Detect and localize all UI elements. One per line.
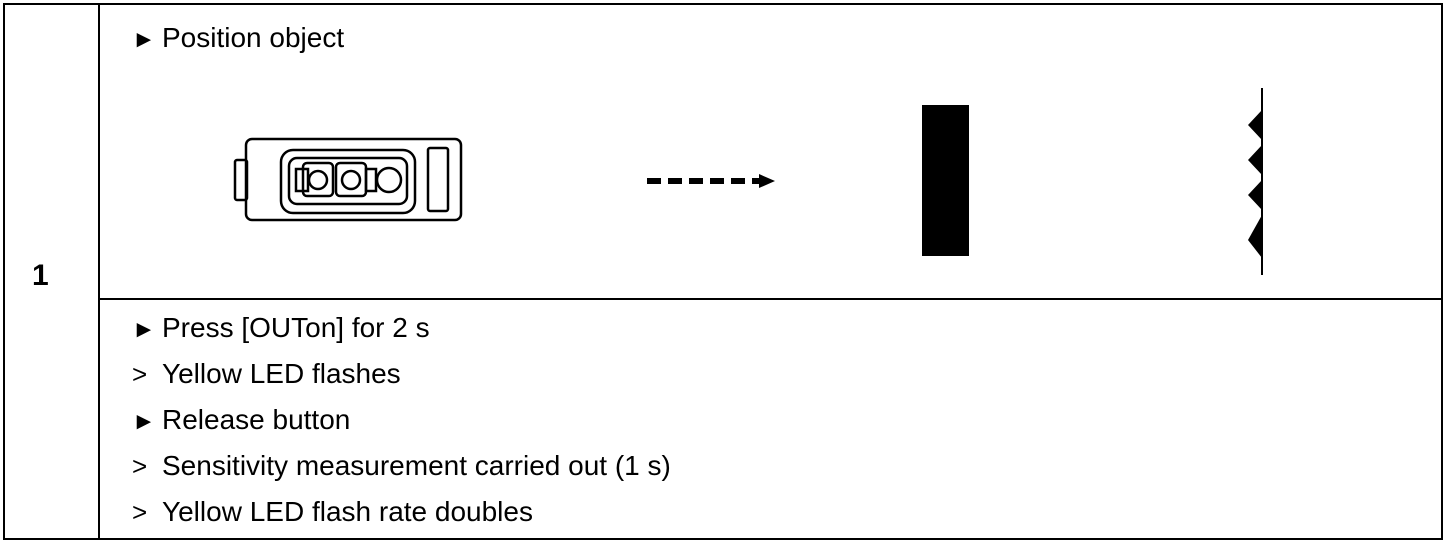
sensor-device-icon <box>233 137 463 222</box>
step-text: Release button <box>162 404 351 435</box>
step-marker: ► <box>132 408 156 435</box>
step-text: Yellow LED flashes <box>162 358 401 389</box>
instruction-text: Position object <box>162 22 345 53</box>
instruction-table: 1 <box>3 3 1443 540</box>
step-marker: ► <box>132 316 156 343</box>
step-text: Yellow LED flash rate doubles <box>162 496 533 527</box>
step-marker: > <box>132 359 148 389</box>
step-line: ►Release button <box>132 406 350 434</box>
dashed-arrow-icon <box>647 174 775 188</box>
step-marker: > <box>132 497 148 527</box>
step-line: ►Press [OUTon] for 2 s <box>132 314 430 342</box>
step-text: Press [OUTon] for 2 s <box>162 312 430 343</box>
step-marker: > <box>132 451 148 481</box>
step-line: > Yellow LED flashes <box>132 360 401 388</box>
step-text: Sensitivity measurement carried out (1 s… <box>162 450 671 481</box>
step-line: > Yellow LED flash rate doubles <box>132 498 533 526</box>
action-marker: ► <box>132 26 156 53</box>
background-surface-icon <box>1248 88 1263 275</box>
step-number-cell: 1 <box>5 5 100 538</box>
target-object-icon <box>922 105 969 256</box>
instruction-position-object: ►Position object <box>132 24 344 52</box>
row-divider <box>100 298 1441 300</box>
step-line: > Sensitivity measurement carried out (1 … <box>132 452 671 480</box>
step-number: 1 <box>32 259 49 292</box>
